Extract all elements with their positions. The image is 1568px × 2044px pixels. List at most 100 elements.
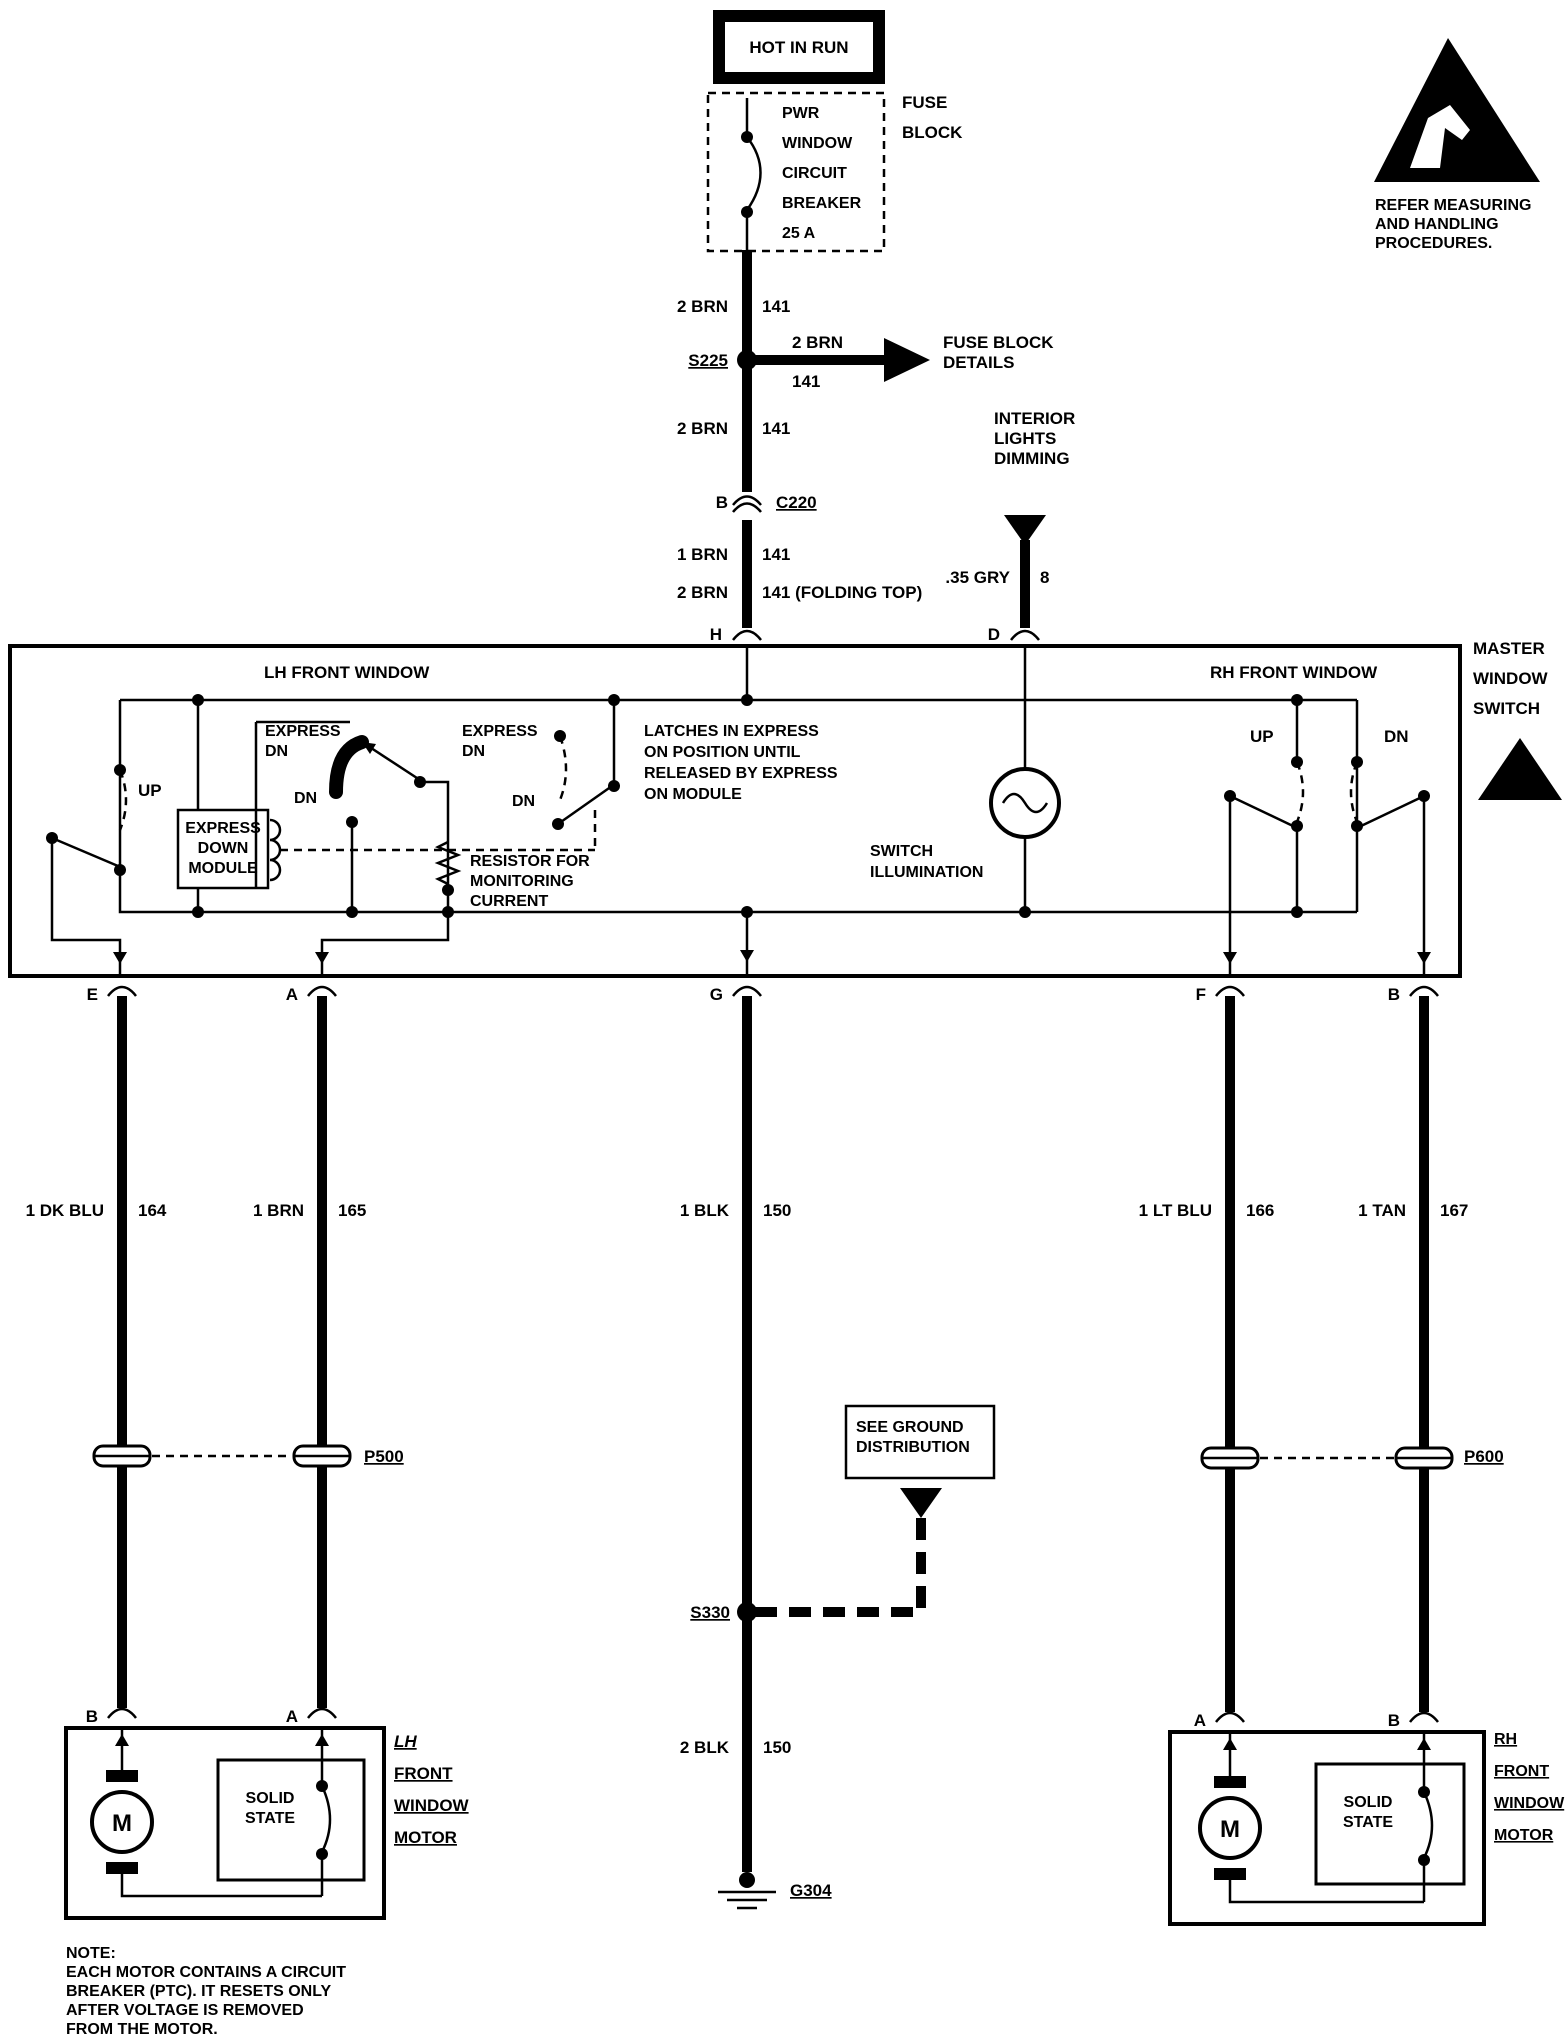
dn-2-label: DN [512,793,535,810]
pin-b-connector [1409,985,1439,997]
breaker-label-2: CIRCUIT [782,165,847,182]
pin-d-connector [1010,629,1040,641]
dimming-line-1: LIGHTS [994,429,1056,448]
rh-motor-symbol: M [1220,1816,1240,1843]
rh-motor-name-2: WINDOW [1494,1795,1565,1812]
w1-gauge: 2 BRN [677,297,728,316]
lh-motor-name-1: FRONT [394,1764,453,1783]
see-ground-distribution-box [844,1404,996,1480]
pin-f-label: F [1196,985,1206,1004]
wire-150-gauge: 1 BLK [680,1201,730,1220]
breaker-label-4: 25 A [782,225,816,242]
rh-front-window-title: RH FRONT WINDOW [1210,663,1378,682]
lh-motor-name-0: LH [394,1732,417,1751]
dimming-line-2: DIMMING [994,449,1070,468]
breaker-label-1: WINDOW [782,135,853,152]
fuse-block: PWR WINDOW CIRCUIT BREAKER 25 A FUSE BLO… [706,91,963,253]
express-dn-1-1: DN [265,743,288,760]
wire-164-circuit: 164 [138,1201,167,1220]
master-label-0: MASTER [1473,639,1545,658]
see-ground-1: DISTRIBUTION [856,1439,970,1456]
express-dn-2-1: DN [462,743,485,760]
branch-target-1: DETAILS [943,353,1014,372]
dimming-gauge: .35 GRY [945,568,1010,587]
resistor-0: RESISTOR FOR [470,853,590,870]
g304-label: G304 [790,1881,832,1900]
illumination-0: SWITCH [870,843,933,860]
pin-a-label: A [286,985,298,1004]
wire-166-circuit: 166 [1246,1201,1274,1220]
rh-motor-name-1: FRONT [1494,1763,1549,1780]
output-wires: 1 DK BLU 164 1 BRN 165 1 BLK 150 1 LT BL… [26,996,1504,1872]
resistor-icon [434,840,462,886]
express-dn-1-0: EXPRESS [265,723,341,740]
pin-d-label: D [988,625,1000,644]
ground-section: SEE GROUND DISTRIBUTION S330 2 BLK 150 G… [680,1404,996,1910]
note-line-4: FROM THE MOTOR. [66,2021,218,2038]
lh-motor-name-3: MOTOR [394,1828,457,1847]
w2-gauge: 2 BRN [677,419,728,438]
wire-164-gauge: 1 DK BLU [26,1201,104,1220]
s330-label: S330 [690,1603,730,1622]
rh-motor-pin-a: A [1194,1711,1206,1730]
rh-up-label: UP [1250,727,1274,746]
w3-circuit: 141 [762,545,790,564]
resistor-1: MONITORING [470,873,574,890]
dimming-circuit: 8 [1040,568,1049,587]
w4-gauge: 2 BRN [677,583,728,602]
rh-solid-state-0: SOLID [1344,1794,1393,1811]
rh-solid-state-1: STATE [1343,1814,1393,1831]
note-line-1: EACH MOTOR CONTAINS A CIRCUIT [66,1964,346,1981]
circuit-breaker-icon [745,136,762,211]
express-module-1: DOWN [198,840,249,857]
see-ground-0: SEE GROUND [856,1419,964,1436]
master-label-2: SWITCH [1473,699,1540,718]
hot-in-run-box: HOT IN RUN [713,10,885,84]
breaker-label-3: BREAKER [782,195,862,212]
latches-1: ON POSITION UNTIL [644,744,801,761]
wire-165-gauge: 1 BRN [253,1201,304,1220]
pin-g-connector [732,985,762,997]
note-line-2: BREAKER (PTC). IT RESETS ONLY [66,1983,332,2000]
note-line-3: AFTER VOLTAGE IS REMOVED [66,2002,304,2019]
fuse-block-details-arrow-icon [884,338,930,382]
breaker-label-0: PWR [782,105,820,122]
w4-circuit: 141 (FOLDING TOP) [762,583,922,602]
p500-connector: P500 [92,1444,404,1468]
pin-h-label: H [710,625,722,644]
rh-motor-name-0: RH [1494,1731,1517,1748]
rh-dn-switch-contact [1360,794,1425,828]
dimming-line-0: INTERIOR [994,409,1075,428]
rh-front-window-motor: A B M SOLID STATE RH FRONT WINDOW MOTOR [1168,1711,1565,1926]
rh-motor-icon [1198,1796,1262,1860]
branch-circuit: 141 [792,372,820,391]
lh-solid-state-0: SOLID [246,1790,295,1807]
p600-label: P600 [1464,1447,1504,1466]
pin-e-connector [107,985,137,997]
express-down-module [176,808,270,890]
pin-g-label: G [710,985,723,1004]
lh-motor-icon [90,1790,154,1854]
lh-motor-pin-b: B [86,1707,98,1726]
ground-ref-icon [900,1488,942,1518]
express-module-0: EXPRESS [185,820,261,837]
c220-connector-icon [732,495,762,506]
wire-150-circuit: 150 [763,1201,791,1220]
master-label-1: WINDOW [1473,669,1549,688]
latches-2: RELEASED BY EXPRESS [644,765,838,782]
express-dn-switch-contact [557,784,613,826]
dimming-source-icon [1004,515,1046,545]
rh-motor-pin-b: B [1388,1711,1400,1730]
pin-f-connector [1215,985,1245,997]
p500-label: P500 [364,1447,404,1466]
esd-warning: REFER MEASURING AND HANDLING PROCEDURES. [1374,38,1540,252]
warning-line-0: REFER MEASURING [1375,197,1531,214]
fuse-block-label-0: FUSE [902,93,947,112]
c220-label: C220 [776,493,817,512]
s330-splice [737,1602,757,1622]
p600-connector: P600 [1200,1446,1504,1470]
lh-dn-label: DN [294,790,317,807]
express-latch-icon [329,735,369,799]
wire-167-gauge: 1 TAN [1358,1201,1406,1220]
